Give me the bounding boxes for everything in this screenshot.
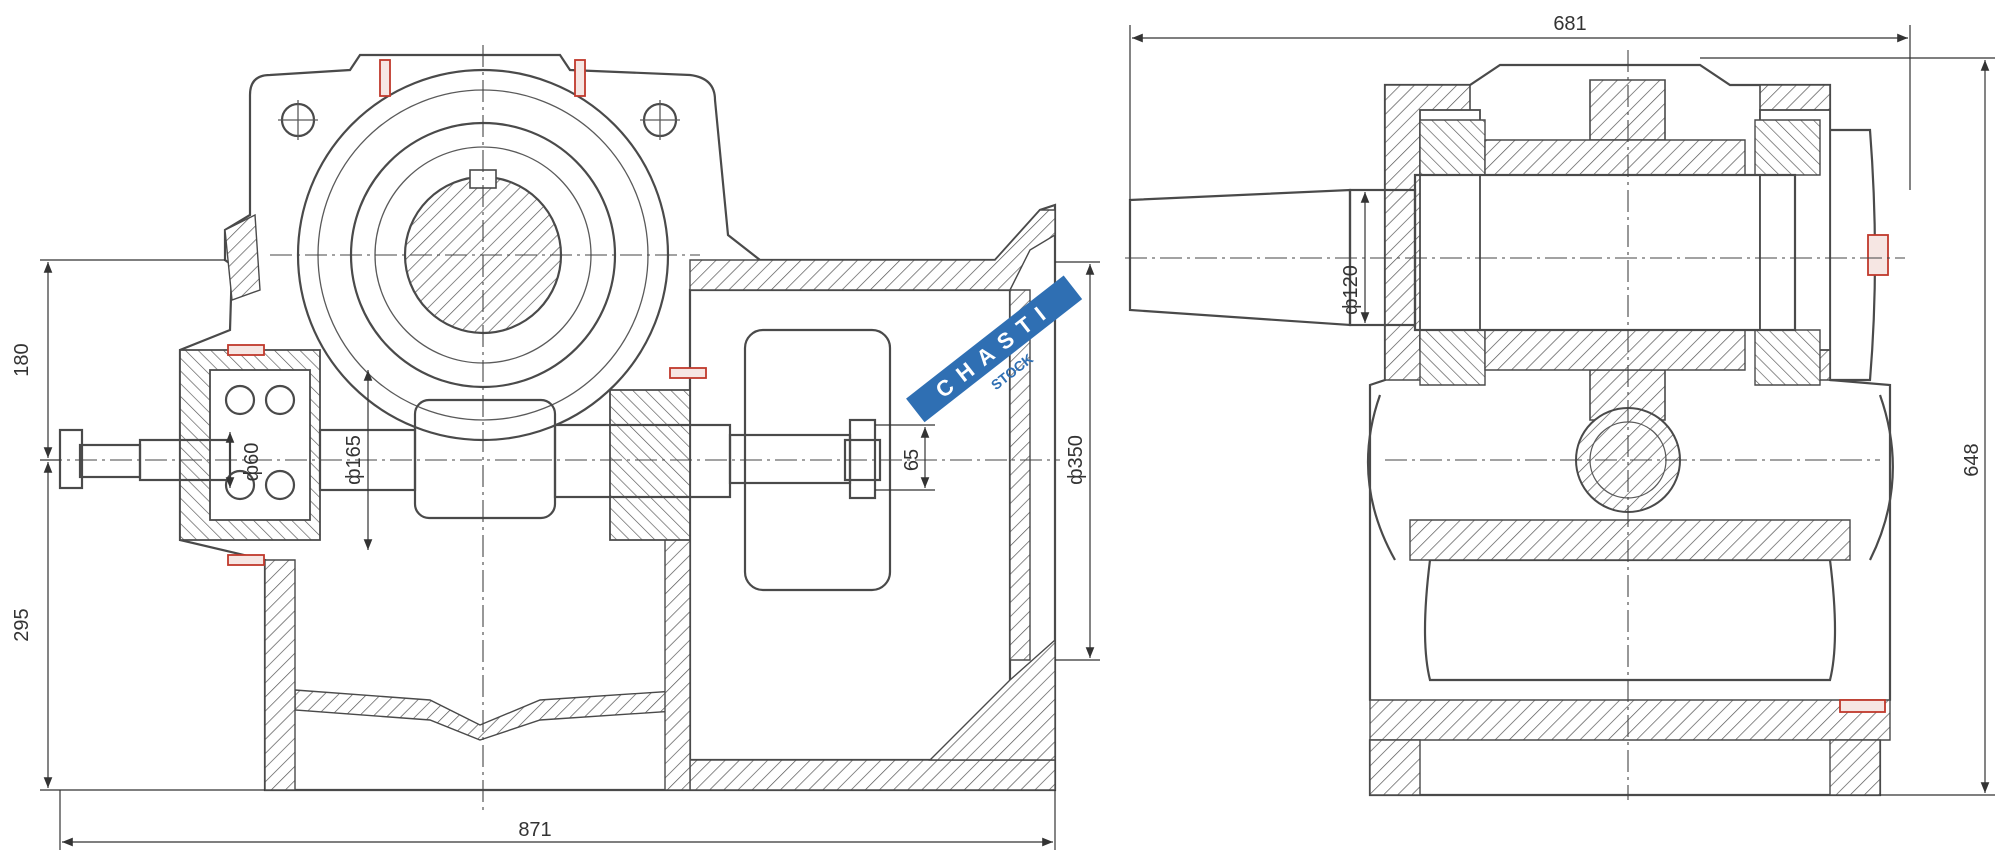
dim-worm-dia: ф165 xyxy=(343,435,365,485)
dim-shaft-offset: 65 xyxy=(901,449,923,471)
left-view-dimensions xyxy=(40,259,1100,850)
left-view xyxy=(40,45,1060,815)
right-view-labels: 681 648 ф120 xyxy=(1340,13,1983,477)
right-view-dimensions xyxy=(1129,25,1995,796)
dim-total-width-left: 871 xyxy=(518,819,551,841)
dim-worm-bearing-dia: ф60 xyxy=(241,443,263,482)
left-view-labels: 180 295 871 ф60 ф165 65 ф350 xyxy=(11,343,1087,841)
dim-total-width-right: 681 xyxy=(1553,13,1586,35)
dim-height-upper: 180 xyxy=(11,343,33,376)
dim-total-height-right: 648 xyxy=(1961,443,1983,476)
right-view xyxy=(1125,50,1905,800)
dim-output-shaft-dia: ф120 xyxy=(1340,265,1362,315)
dim-height-lower: 295 xyxy=(11,608,33,641)
chasti-stock-watermark: CHASTI STOCK xyxy=(906,275,1083,423)
dim-flange-dia: ф350 xyxy=(1065,435,1087,485)
